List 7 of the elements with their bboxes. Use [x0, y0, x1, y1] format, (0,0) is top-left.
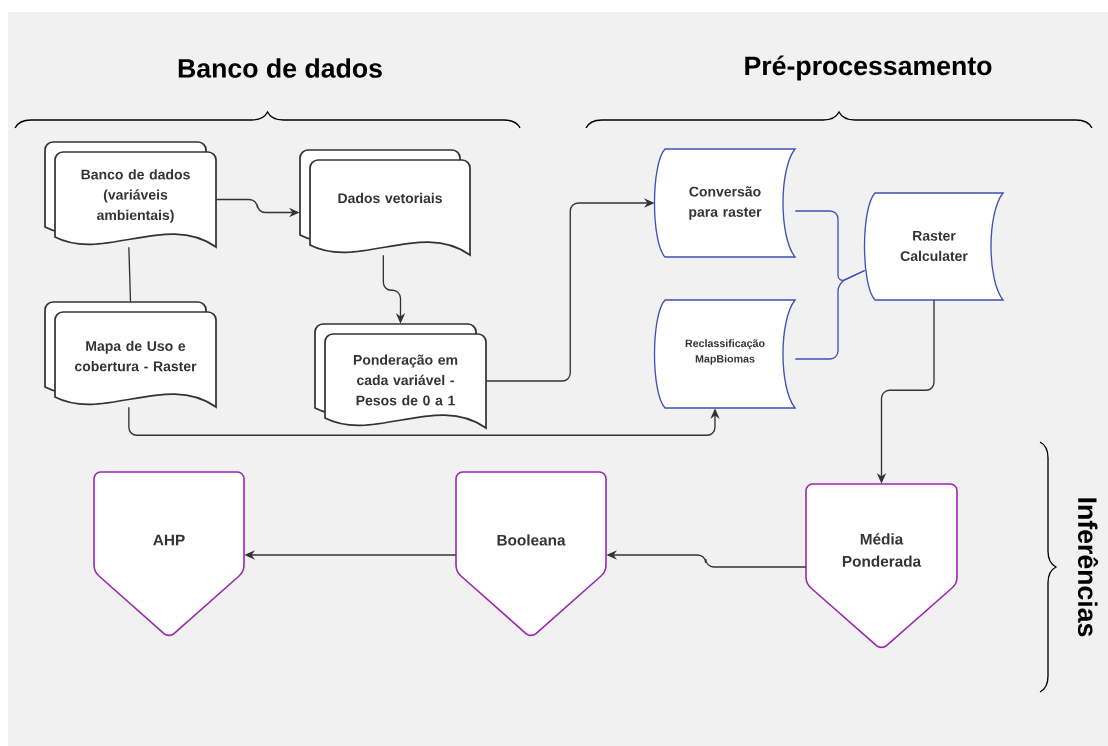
document-stack: Dados vetoriais: [299, 149, 471, 256]
document-stack: Banco de dados (variáveis ambientais): [44, 141, 217, 248]
section-heading: Inferências: [1077, 498, 1099, 637]
section-heading: Pré-processamento: [745, 55, 992, 81]
document-stack: Ponderação em cada variável - Pesos de 0 a 1: [314, 323, 487, 429]
section-heading: Banco de dados: [178, 58, 382, 78]
document-stack: Mapa de Uso e cobertura - Raster: [44, 301, 217, 408]
